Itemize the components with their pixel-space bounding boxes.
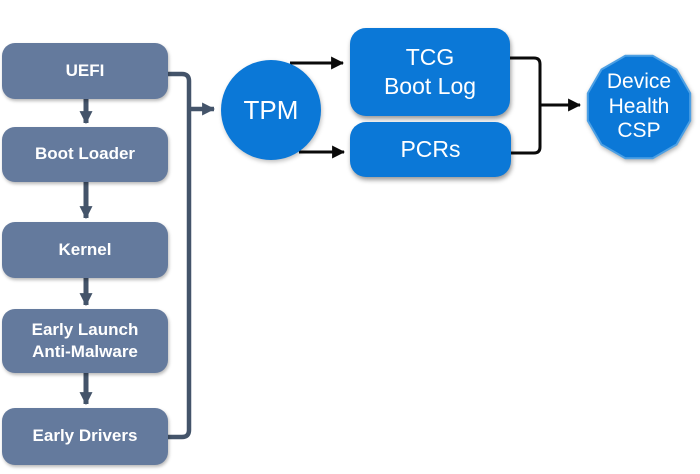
tpm-label: TPM [243,94,299,125]
chain-box-kernel: Kernel [2,222,168,278]
chain-box-uefi-label: UEFI [65,60,105,80]
bracket-uefi-earlydrivers [168,71,192,440]
chain-box-early-launch-anti-malware: Early Launch Anti-Malware [2,309,168,373]
chain-box-boot-loader: Boot Loader [2,127,168,182]
tcg-boot-log-label: TCG Boot Log [383,43,477,99]
chain-box-boot-loader-label: Boot Loader [34,144,136,164]
chain-box-uefi: UEFI [2,43,168,99]
connector-tcg-to-merge [509,56,542,105]
pcrs-label: PCRs [400,135,461,162]
chain-box-elam-label: Early Launch Anti-Malware [31,319,139,361]
device-health-csp-label: Device Health CSP [606,69,672,143]
connector-pcrs-to-merge [511,105,542,155]
chain-box-kernel-label: Kernel [58,239,112,259]
device-health-csp-polygon-svg [586,54,692,160]
pcrs-box: PCRs [350,122,511,177]
chain-box-early-drivers: Early Drivers [2,408,168,465]
tpm-circle: TPM [221,60,321,160]
device-health-csp-polygon [586,54,692,160]
chain-box-early-drivers-label: Early Drivers [32,426,138,446]
tcg-boot-log-box: TCG Boot Log [350,28,510,116]
device-health-csp-shape: Device Health CSP [583,51,695,163]
